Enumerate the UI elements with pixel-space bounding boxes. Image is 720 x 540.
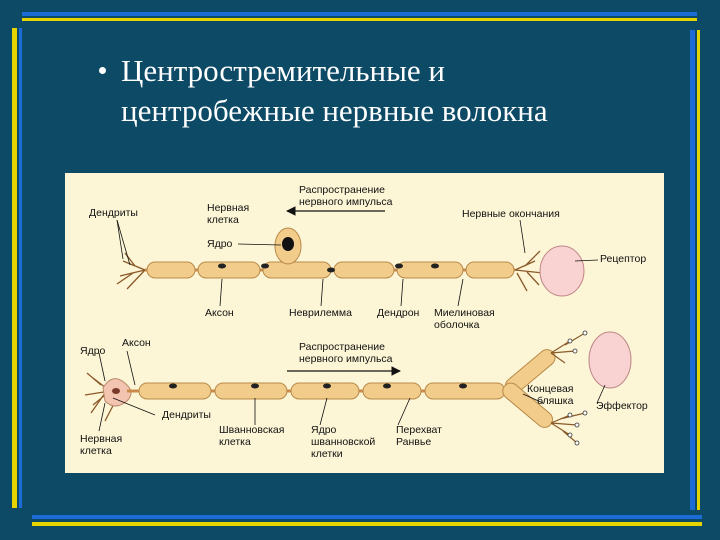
schwann-nucleus-label-2: шванновской <box>311 436 376 448</box>
top-myelin-segments <box>146 261 515 279</box>
nerve-endings-label: Нервные окончания <box>462 208 560 220</box>
top-nucleus-label: Ядро <box>207 238 233 250</box>
top-dendrites-drawing <box>116 252 146 290</box>
bottom-nerve-cell-label-2: клетка <box>80 445 112 457</box>
receptor-shape <box>539 245 585 297</box>
ranvier-label-2: Ранвье <box>396 436 432 448</box>
bottom-terminals-drawing <box>550 332 586 444</box>
title-line-2: центробежные нервные волокна <box>121 93 548 128</box>
top-axon-label: Аксон <box>205 307 234 319</box>
bottom-dendrites-drawing <box>84 372 118 422</box>
frame-left-blue <box>19 28 22 508</box>
dendron-label: Дендрон <box>377 307 420 319</box>
frame-bottom-blue <box>32 515 702 519</box>
bottom-schwann-nuclei <box>169 383 467 389</box>
top-dendrites-label: Дендриты <box>89 207 138 219</box>
ranvier-label-1: Перехват <box>396 424 442 436</box>
schwann-nucleus-label-3: клетки <box>311 448 343 460</box>
effector-shape <box>588 331 632 389</box>
bottom-dendrites-label: Дендриты <box>162 409 211 421</box>
bottom-nucleus-label: Ядро <box>80 345 106 357</box>
bottom-impulse-label-1: Распространение <box>299 341 385 353</box>
schwann-nucleus-label-1: Ядро <box>311 424 337 436</box>
frame-right-blue <box>690 30 695 510</box>
top-schwann-nuclei <box>218 263 439 273</box>
end-plate-label-2: бляшка <box>537 395 574 407</box>
myelin-label-2: оболочка <box>434 319 480 331</box>
bottom-axon-label: Аксон <box>122 337 151 349</box>
neurilemma-label: Неврилемма <box>289 307 352 319</box>
effector-label: Эффектор <box>596 400 648 412</box>
frame-right-yellow <box>697 30 700 510</box>
bottom-terminal-buttons <box>567 330 588 446</box>
bottom-myelin-segments <box>138 349 556 428</box>
receptor-label: Рецептор <box>600 253 647 265</box>
bullet-icon <box>99 67 106 74</box>
top-impulse-label-1: Распространение <box>299 184 385 196</box>
frame-bottom-yellow <box>32 522 702 526</box>
top-nerve-cell-label-1: Нервная <box>207 202 250 214</box>
end-plate-label-1: Концевая <box>527 383 574 395</box>
top-nerve-endings-drawing <box>514 250 544 292</box>
frame-top-yellow <box>22 18 697 21</box>
nerve-fibers-figure: Распространение нервного импульса Дендри… <box>65 173 664 473</box>
schwann-cell-label-1: Шванновская <box>219 424 285 436</box>
frame-top-blue <box>22 12 697 16</box>
myelin-label-1: Миелиновая <box>434 307 495 319</box>
schwann-cell-label-2: клетка <box>219 436 251 448</box>
title-line-1: Центростремительные и <box>121 53 446 88</box>
bottom-impulse-label-2: нервного импульса <box>299 353 393 365</box>
nerve-fibers-drawing <box>84 206 632 446</box>
frame-left-yellow <box>12 28 17 508</box>
top-impulse-label-2: нервного импульса <box>299 196 393 208</box>
bottom-nerve-cell-label-1: Нервная <box>80 433 123 445</box>
top-nerve-cell-label-2: клетка <box>207 214 239 226</box>
